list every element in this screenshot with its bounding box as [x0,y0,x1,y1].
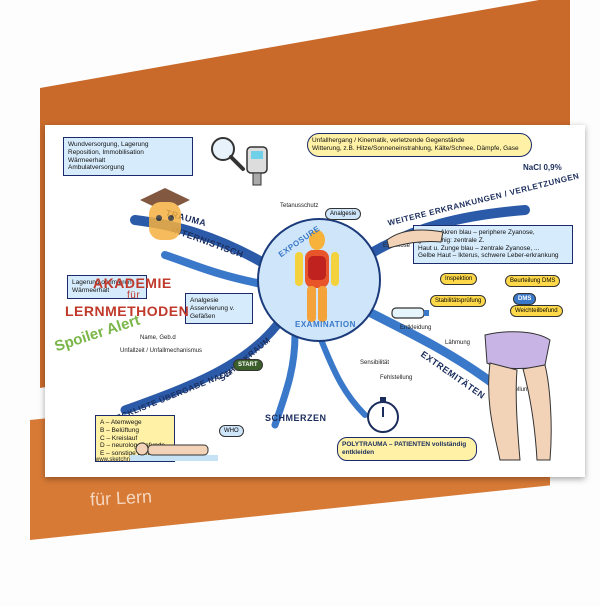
patient-lying-icon [130,442,218,461]
body-heatmap-icon [295,230,339,322]
lagerung-box: Lagerung optimieren Wärmeerhalt [67,275,147,299]
unfallzeit-note: Unfallzeit / Unfallmechanismus [120,348,203,354]
polytrauma-box: POLYTRAUMA – PATIENTEN vollständig entkl… [337,437,477,461]
lagerung-line-2: Wärmeerhalt [72,286,110,294]
unfallhergang-line-1: Unfallhergang / Kinematik, verletzende G… [312,137,465,144]
haut-line-2: Haut u. Zunge blau – zentrale Zyanose, .… [418,244,540,252]
analgesie-tag: Analgesie [325,208,362,220]
inspektion-pill: Inspektion [440,273,478,285]
entkleiden-note: Entkleidung [400,325,432,331]
fehlstellung-note: Fehlstellung [380,375,413,381]
wundversorgung-box: Wundversorgung, Lagerung Reposition, Imm… [63,137,193,177]
weichteilbefund-pill: Weichteilbefund [510,305,563,317]
lahmung-note: Lähmung [445,340,471,346]
unfallhergang-box: Unfallhergang / Kinematik, verletzende G… [307,133,532,157]
mascot-icon [140,188,190,240]
abcde-line-c: C – Kreislauf [100,434,138,442]
stopwatch-icon [367,397,399,433]
sketchnote-card: EXPOSURE EXAMINATION TRAUMA INTERNISTISC… [45,125,585,477]
abcde-line-e: E – sonstige Befunde [100,450,162,458]
polytrauma-text: POLYTRAUMA – PATIENTEN vollständig entkl… [342,441,467,456]
branch-schmerzen: SCHMERZEN [265,413,327,423]
abcde-box: A – Atemwege B – Belüftung C – Kreislauf… [95,415,175,462]
abcde-line-b: B – Belüftung [100,426,140,434]
analgesie-line-2: Asservierung v. [190,304,235,312]
wundversorgung-line-4: Ambulatversorgung [68,164,125,172]
tetanus-note: Tetanusschutz [280,203,319,209]
name-note: Name, Geb.d [140,335,176,341]
logo-line-1: AKADEMIE [93,275,172,291]
stabilitatsprufung-pill: Stabilitätsprüfung [430,295,487,307]
abcde-line-a: A – Atemwege [100,419,142,426]
beurteilung-pill: Beurteilung DMS [505,275,561,287]
wundversorgung-line-1: Wundversorgung, Lagerung [68,141,149,148]
nacl-label: NaCl 0,9% [523,163,562,172]
dms-tag: DMS [513,293,537,305]
lagerung-line-1: Lagerung optimieren [72,279,132,286]
haut-line-1: Haut u. Akren blau – periphere Zyanose, … [418,229,535,244]
center-bottom-label: EXAMINATION [295,320,356,329]
who-tag: WHO [219,425,244,437]
logo-line-2: für [127,290,141,301]
legs-icon [484,331,552,461]
haut-line-3: Gelbe Haut – Ikterus, schwere Leber-erkr… [418,252,559,260]
akademie-logo [115,185,235,265]
unfallhergang-line-2: Witterung, z.B. Hitze/Sonneneinstrahlung… [312,144,519,152]
mindmap-branches [120,205,530,429]
abcde-line-d: D – neurolog. Befunde [100,442,166,450]
analgesie-line-3: Gefäßen [190,312,216,320]
wundversorgung-line-3: Wärmeerhalt [68,156,106,164]
wundversorgung-line-2: Reposition, Immobilisation [68,148,144,156]
analgesie-line-1: Analgesie [190,297,219,304]
thermometer-icon [246,146,268,186]
sensibilitat-note: Sensibilität [360,360,390,366]
magnifier-icon [211,137,245,171]
start-sign: START [233,359,263,371]
logo-line-3: LERNMETHODEN [65,303,190,319]
arm-icon [386,229,444,249]
bottle-icon [391,307,429,319]
folder-text: für Lern [89,486,153,510]
analgesie-box: Analgesie Asservierung v. Gefäßen [185,293,253,325]
